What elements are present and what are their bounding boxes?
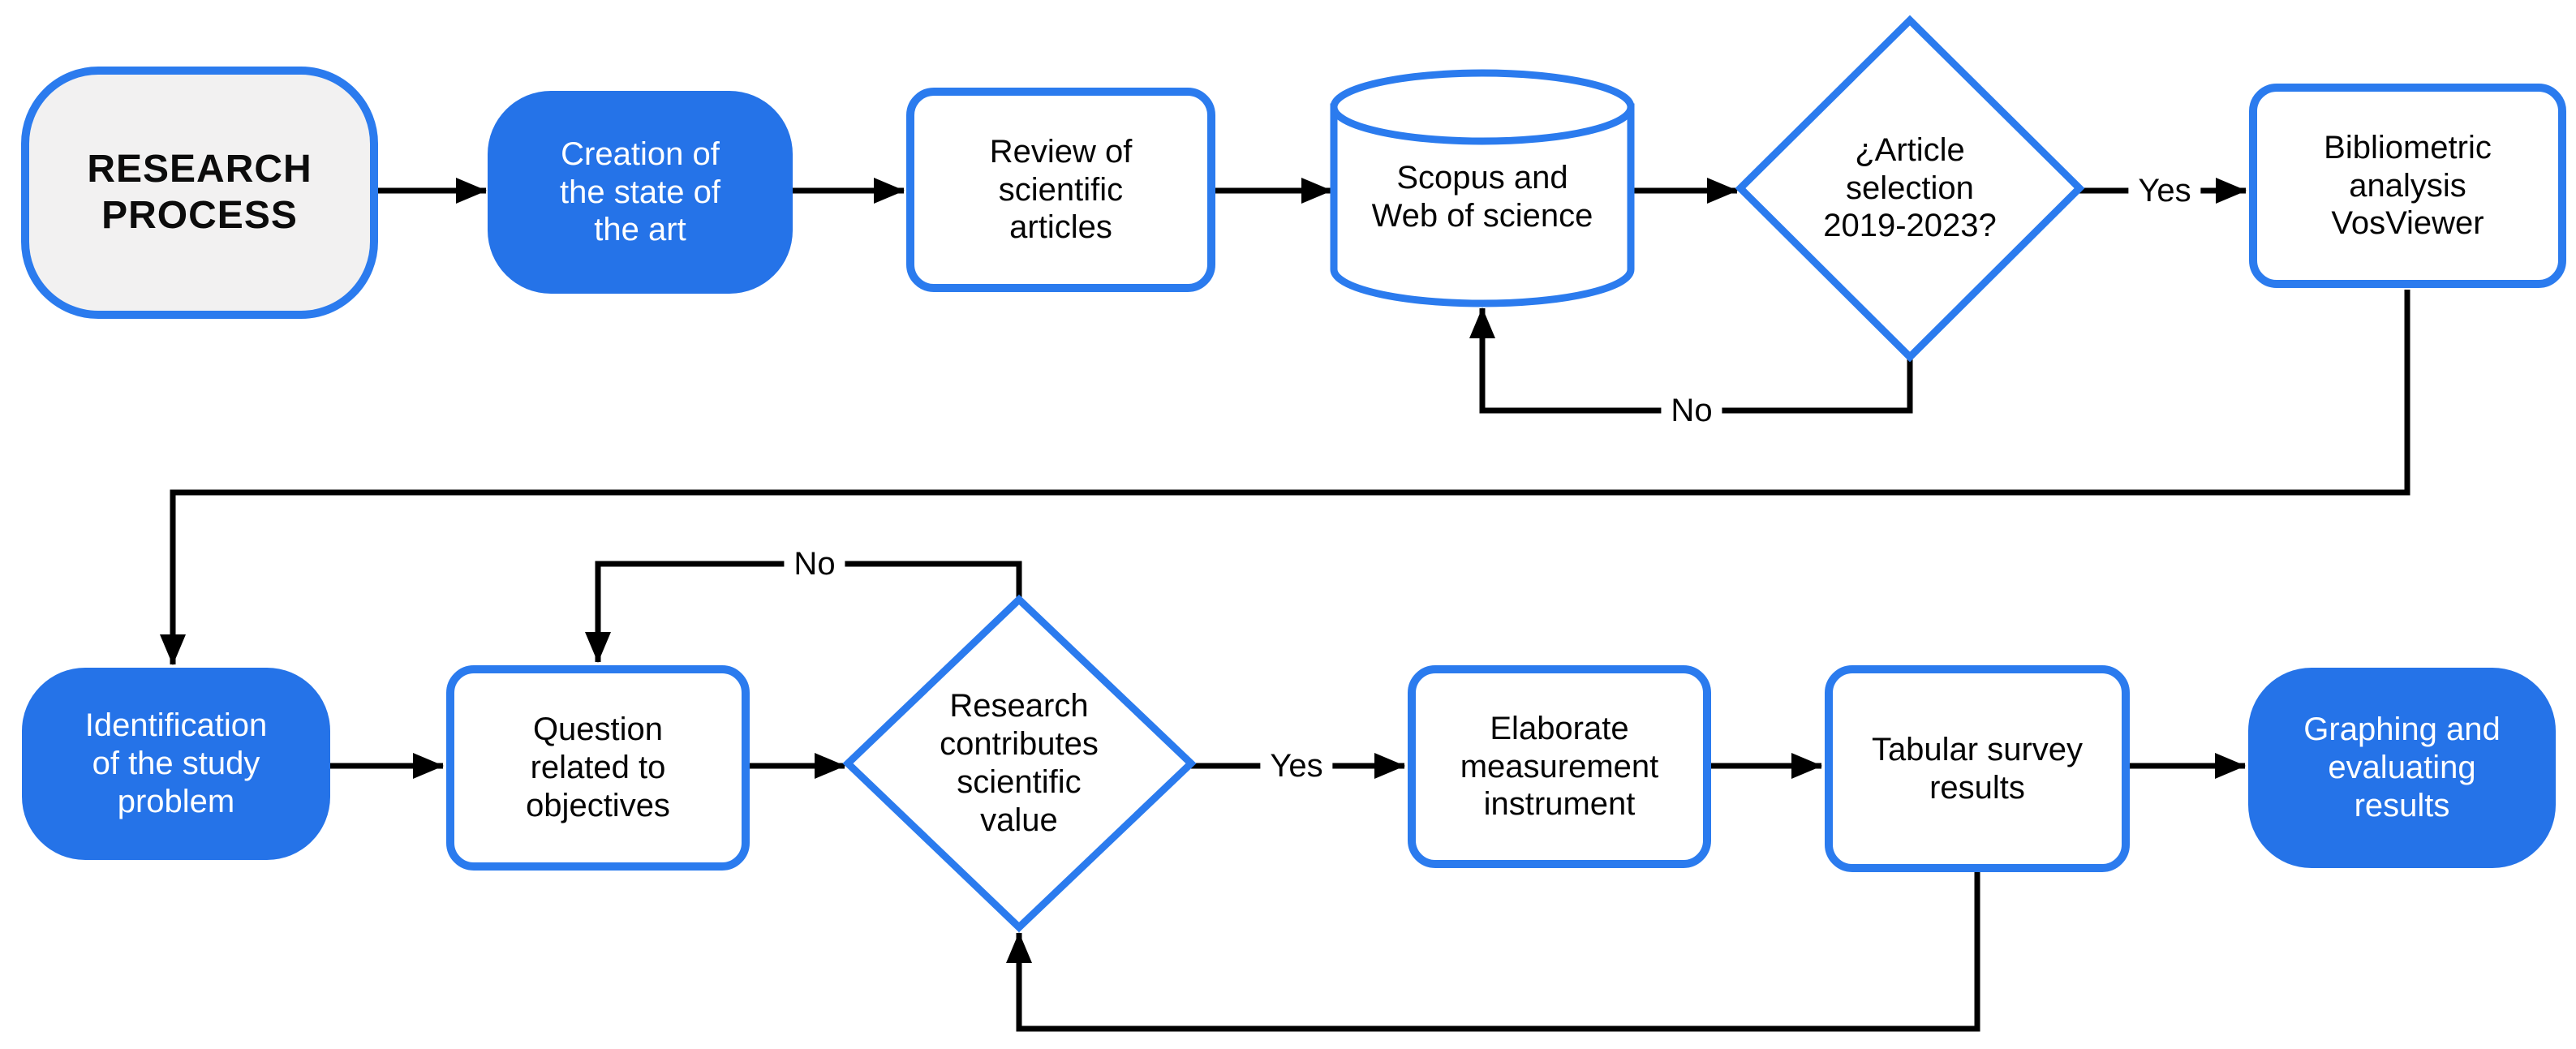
- database-cylinder-body: [1330, 103, 1635, 307]
- node-tabular-survey-results: Tabular survey results: [1825, 665, 2130, 872]
- node-review-articles: Review of scientific articles: [906, 88, 1215, 292]
- diamond-article-selection: [1735, 15, 2085, 363]
- node-creation-state-of-art: Creation of the state of the art: [488, 91, 793, 294]
- edge-label-no-article-selection: No: [1661, 393, 1722, 428]
- node-bibliometric-analysis: Bibliometric analysis VosViewer: [2249, 84, 2566, 288]
- edge-label-no-research-value: No: [784, 546, 845, 582]
- node-elaborate-instrument: Elaborate measurement instrument: [1408, 665, 1711, 868]
- node-identification-problem: Identification of the study problem: [22, 668, 330, 860]
- node-article-selection-decision-label: ¿Article selection 2019-2023?: [1823, 131, 1997, 244]
- edge-bibliometric-to-identification: [160, 290, 2410, 665]
- node-graphing-results: Graphing and evaluating results: [2248, 668, 2556, 868]
- node-question-objectives: Question related to objectives: [446, 665, 750, 871]
- edge-tabular-feedback-to-decision2: [1006, 872, 1980, 1032]
- node-scopus-web-of-science-label: Scopus and Web of science: [1371, 159, 1593, 234]
- edge-label-yes-research-value: Yes: [1260, 748, 1333, 784]
- database-cylinder-top: [1330, 69, 1635, 145]
- node-research-value-decision-label: Research contributes scientific value: [940, 688, 1099, 838]
- node-research-process: RESEARCH PROCESS: [21, 67, 378, 319]
- edge-label-yes-article-selection: Yes: [2128, 173, 2201, 209]
- diamond-research-value: [842, 594, 1197, 933]
